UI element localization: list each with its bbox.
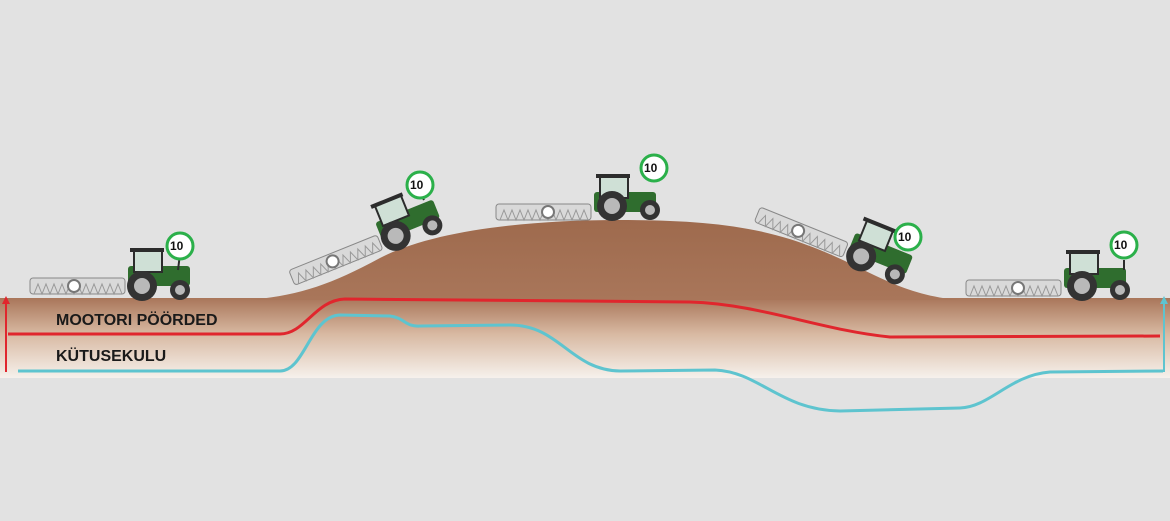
tractor-body	[127, 248, 190, 301]
tractor-unit-2	[289, 192, 443, 285]
svg-text:10: 10	[644, 161, 658, 175]
left-arrow-head	[2, 296, 10, 304]
fuel-consumption-label: KÜTUSEKULU	[56, 346, 166, 365]
tractor-unit-3: 10	[495, 153, 669, 222]
rotary-tiller	[965, 279, 1062, 298]
speed-sign-4: 10	[893, 222, 923, 252]
speed-sign-3: 10	[639, 153, 669, 183]
speed-sign-2: 10	[405, 170, 435, 201]
hill	[250, 220, 960, 300]
fuel-consumption-curve	[18, 313, 1164, 413]
engine-rpm-label: MOOTORI PÖÖRDED	[56, 310, 218, 329]
engine-rpm-curve	[8, 297, 1161, 339]
svg-text:10: 10	[170, 239, 184, 253]
rotary-tiller	[29, 277, 126, 296]
tractor-unit-5: 10	[965, 230, 1139, 301]
tractor-unit-1: 10	[29, 231, 195, 301]
tractor-body	[846, 216, 913, 285]
tractor-body	[1064, 250, 1130, 301]
tractor-unit-4	[754, 207, 913, 285]
rotary-tiller	[495, 203, 592, 222]
speed-sign-1: 10	[165, 231, 195, 271]
speed-sign-5: 10	[1109, 230, 1139, 270]
right-arrow-head	[1160, 296, 1168, 304]
svg-text:10: 10	[410, 178, 424, 192]
svg-text:10: 10	[1114, 238, 1128, 252]
tractor-body	[594, 174, 660, 221]
tractor-body	[370, 192, 443, 251]
rotary-tiller	[289, 235, 383, 285]
svg-text:10: 10	[898, 230, 912, 244]
rotary-tiller	[754, 207, 848, 258]
